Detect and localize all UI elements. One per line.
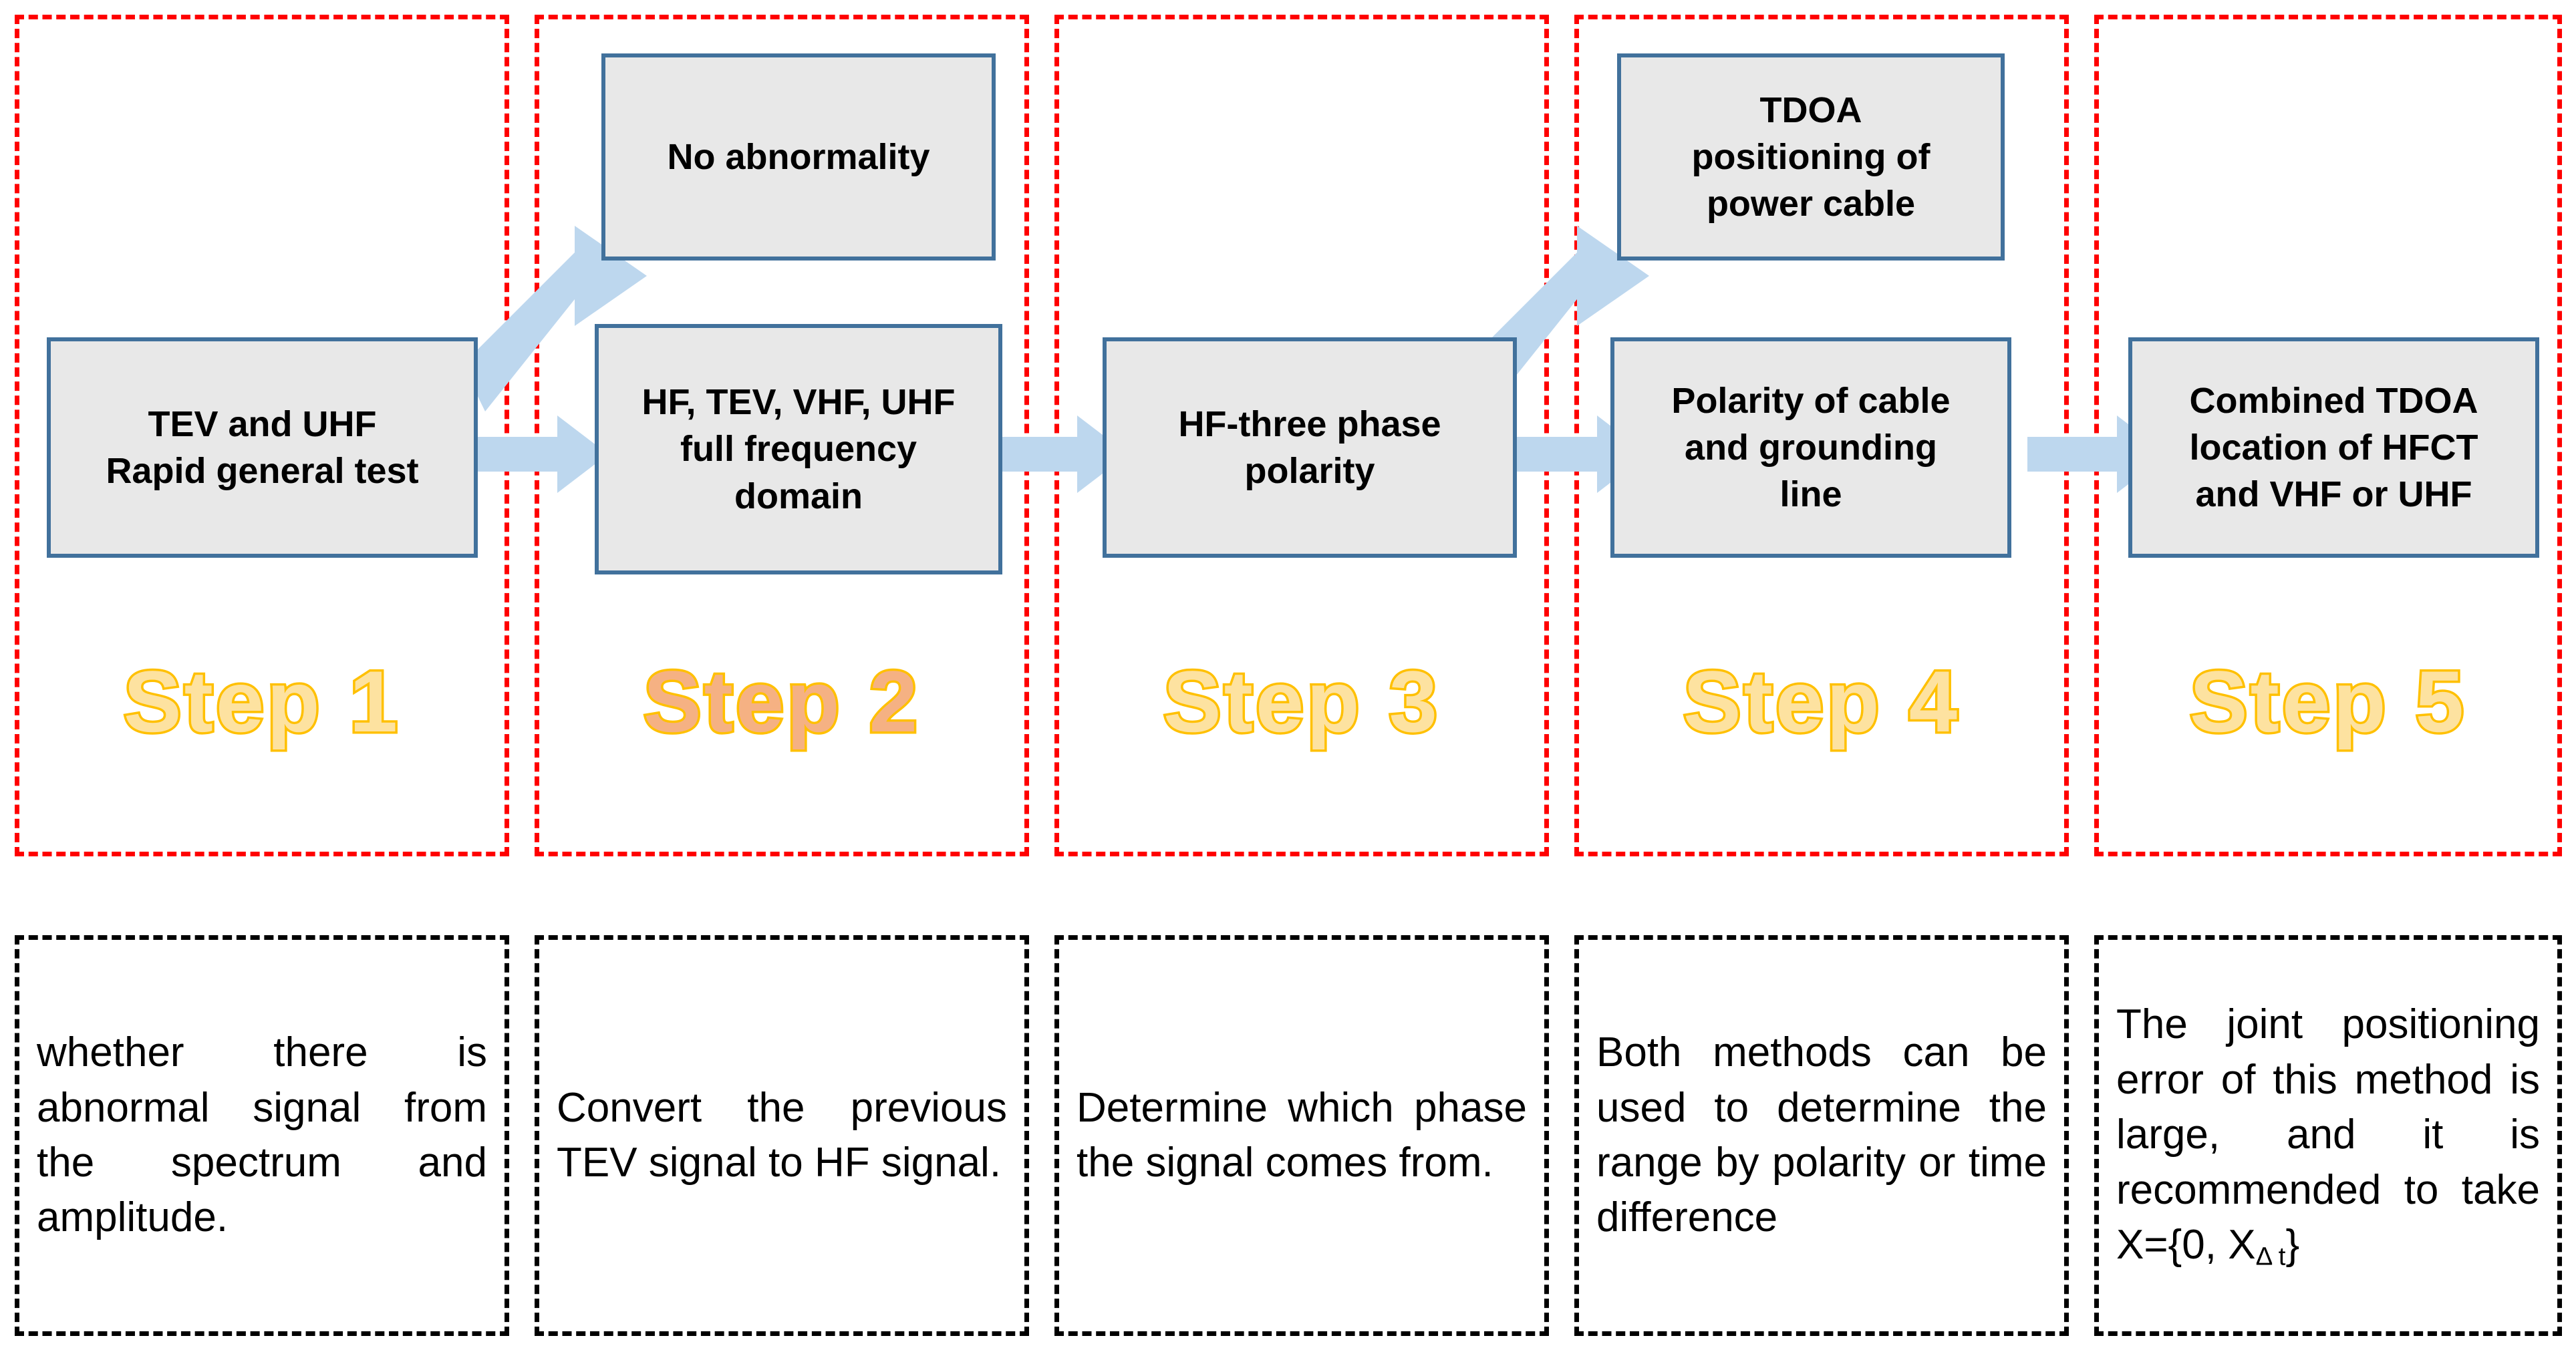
- step-label-1: Step 1: [121, 651, 401, 753]
- description-text-suffix: }: [2285, 1222, 2300, 1268]
- step-panel-2: [535, 15, 1029, 856]
- description-text: Determine which phase the signal comes f…: [1077, 1084, 1527, 1186]
- process-box-no-abnormality[interactable]: No abnormality: [601, 53, 996, 261]
- process-box-tev-uhf-rapid-test[interactable]: TEV and UHF Rapid general test: [47, 337, 478, 558]
- description-text: whether there is abnormal signal from th…: [37, 1029, 487, 1241]
- box-line: TDOA: [1759, 90, 1862, 130]
- process-box-full-frequency-domain[interactable]: HF, TEV, VHF, UHF full frequency domain: [595, 324, 1002, 574]
- description-box-step-4: Both methods can be used to determine th…: [1574, 935, 2069, 1336]
- formula-subscript: Δ t: [2255, 1242, 2286, 1271]
- box-line: and grounding: [1685, 427, 1937, 468]
- description-text: Convert the previous TEV signal to HF si…: [557, 1084, 1007, 1186]
- box-line: polarity: [1244, 451, 1375, 491]
- process-box-polarity-cable-grounding[interactable]: Polarity of cable and grounding line: [1610, 337, 2011, 558]
- description-box-step-3: Determine which phase the signal comes f…: [1054, 935, 1549, 1336]
- step-panel-1: [15, 15, 509, 856]
- box-line: HF-three phase: [1178, 403, 1441, 444]
- box-line: Polarity of cable: [1671, 380, 1951, 421]
- box-line: HF, TEV, VHF, UHF: [641, 382, 956, 423]
- box-line: and VHF or UHF: [2195, 474, 2472, 515]
- box-line: power cable: [1706, 184, 1916, 224]
- description-box-step-5: The joint positioning error of this meth…: [2094, 935, 2562, 1336]
- box-line: location of HFCT: [2189, 427, 2478, 468]
- arrow-diagonal-step1-to-no-abnormality: [462, 226, 647, 411]
- box-line: domain: [734, 476, 863, 516]
- step-panel-4: [1574, 15, 2069, 856]
- box-line: line: [1779, 474, 1842, 515]
- step-label-3: Step 3: [1161, 651, 1441, 753]
- step-panel-5: [2094, 15, 2562, 856]
- step-label-4: Step 4: [1681, 651, 1961, 753]
- process-box-combined-tdoa-hfct[interactable]: Combined TDOA location of HFCT and VHF o…: [2128, 337, 2539, 558]
- description-text-prefix: The joint positioning error of this meth…: [2116, 1001, 2540, 1268]
- step-label-2: Step 2: [641, 651, 921, 753]
- box-line: positioning of: [1691, 136, 1930, 177]
- description-text: Both methods can be used to determine th…: [1596, 1029, 2047, 1241]
- description-box-step-2: Convert the previous TEV signal to HF si…: [535, 935, 1029, 1336]
- step-label-5: Step 5: [2187, 651, 2467, 753]
- arrow-step2-to-step3: [988, 415, 1128, 493]
- process-box-tdoa-power-cable[interactable]: TDOA positioning of power cable: [1617, 53, 2005, 261]
- process-box-hf-three-phase-polarity[interactable]: HF-three phase polarity: [1103, 337, 1517, 558]
- description-text-with-formula: The joint positioning error of this meth…: [2099, 997, 2557, 1274]
- box-line: No abnormality: [667, 136, 930, 177]
- box-line: Rapid general test: [106, 451, 419, 491]
- box-line: TEV and UHF: [148, 403, 377, 444]
- description-box-step-1: whether there is abnormal signal from th…: [15, 935, 509, 1336]
- arrow-step1-to-step2: [468, 415, 608, 493]
- box-line: Combined TDOA: [2189, 380, 2478, 421]
- step-panel-3: [1054, 15, 1549, 856]
- box-line: full frequency: [680, 429, 917, 470]
